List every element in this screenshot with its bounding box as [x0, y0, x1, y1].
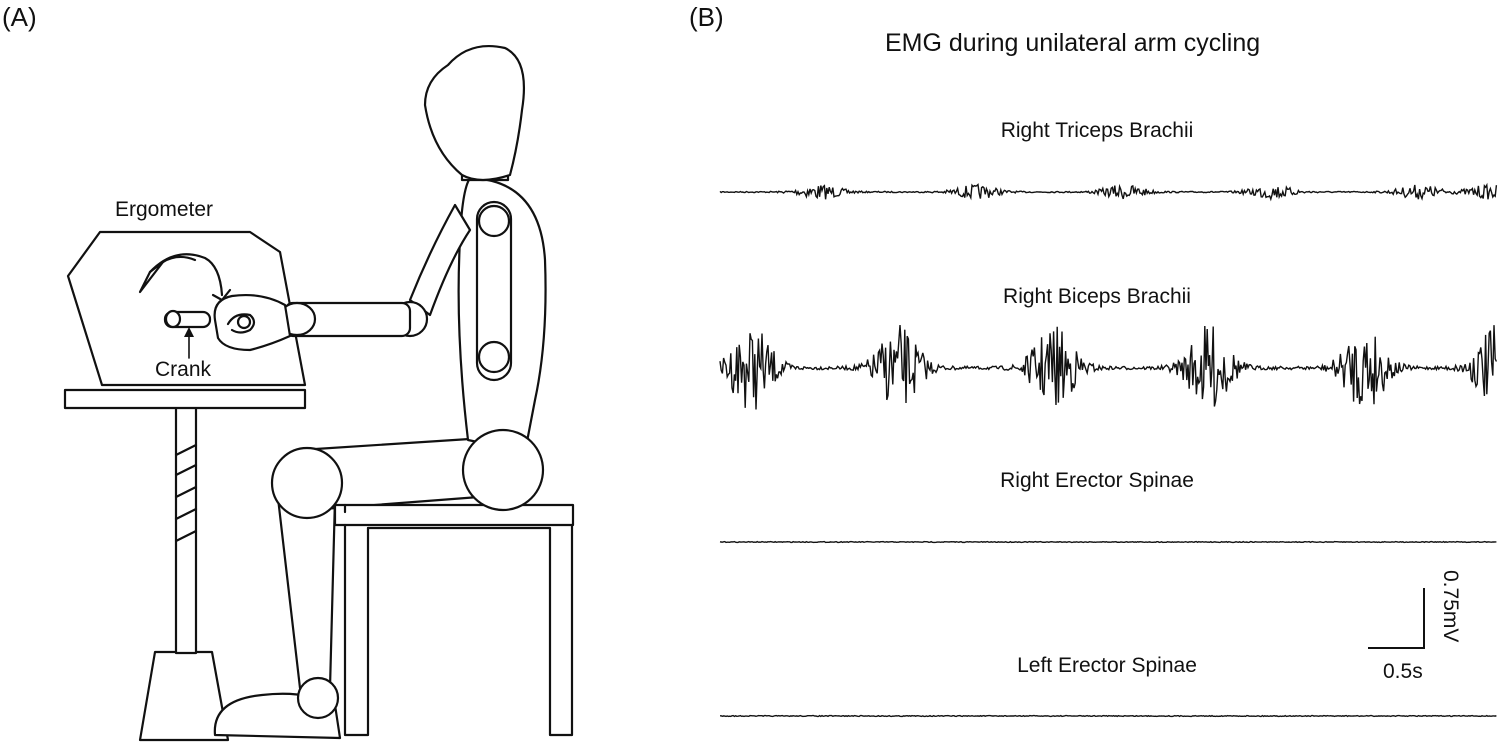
panel-b-label: (B) — [689, 2, 724, 32]
arm — [213, 203, 472, 352]
head — [423, 44, 526, 182]
trace-label-left-erector: Left Erector Spinae — [1017, 654, 1197, 677]
legs — [213, 436, 507, 740]
scale-bar-horizontal-label: 0.5s — [1383, 660, 1423, 683]
trace-label-right-biceps: Right Biceps Brachii — [1003, 285, 1191, 308]
trace-label-right-erector: Right Erector Spinae — [1000, 469, 1194, 492]
panel-a-label: (A) — [2, 2, 37, 32]
panel-b-title: EMG during unilateral arm cycling — [885, 29, 1261, 57]
scale-bar — [1368, 588, 1425, 649]
emg-trace-right-biceps — [719, 325, 1498, 410]
crank-label: Crank — [155, 358, 212, 381]
emg-trace-right-triceps — [719, 182, 1498, 202]
emg-trace-right-erector — [719, 540, 1497, 544]
trace-label-right-triceps: Right Triceps Brachii — [1000, 119, 1194, 142]
scale-bar-vertical-label: 0.75mV — [1439, 570, 1462, 643]
ergometer-label: Ergometer — [115, 198, 214, 221]
emg-trace-left-erector — [720, 714, 1497, 718]
chair — [333, 503, 575, 737]
ergometer-stand — [63, 388, 307, 742]
torso — [457, 176, 547, 512]
